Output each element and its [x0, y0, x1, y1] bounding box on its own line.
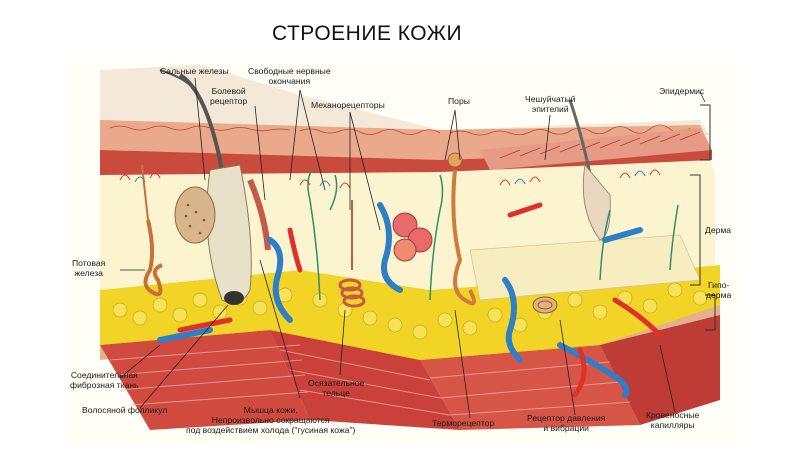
label-free-nerve-endings: Свободные нервные окончания — [248, 66, 331, 86]
label-epidermis: Эпидермис — [659, 86, 704, 96]
label-thermoreceptor: Терморецептор — [432, 418, 494, 428]
label-capillaries: Кровеносные капилляры — [646, 410, 699, 430]
label-scaly-epithelium: Чешуйчатый эпителий — [525, 94, 575, 114]
label-mechanoreceptors: Механорецепторы — [311, 100, 385, 110]
pacinian-corpuscle — [533, 297, 557, 313]
label-pressure-receptor: Рецептор давления и вибрации — [527, 413, 605, 433]
label-hypodermis: Гипо- дерма — [706, 280, 731, 300]
label-connective-tissue: Соединительная фиброзная ткань — [70, 370, 139, 390]
label-pain-receptor: Болевой рецептор — [210, 86, 247, 106]
label-hair-follicle: Волосяной фолликул — [82, 405, 167, 415]
label-muscle: Мышца кожи. Непроизвольно сокращаются по… — [186, 405, 355, 435]
label-dermis: Дерма — [705, 225, 731, 235]
label-sebaceous-glands: Сальные железы — [160, 66, 229, 76]
sebaceous-gland — [175, 187, 215, 243]
label-sweat-gland: Потовая железа — [72, 258, 105, 278]
label-pores: Поры — [448, 96, 470, 106]
label-tactile-corpuscle: Осязательное тельце — [308, 378, 364, 398]
hair-bulb — [224, 291, 244, 305]
